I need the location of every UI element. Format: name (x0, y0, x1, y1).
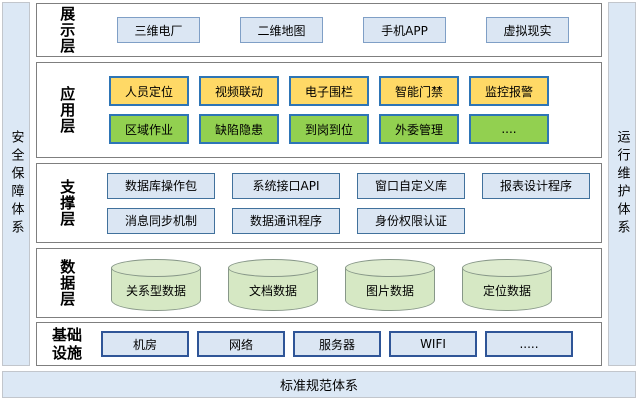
presentation-item-mobile-app: 手机APP (363, 17, 446, 43)
layer-label-zone: 展示层 (37, 6, 97, 54)
data-cylinder-label: 定位数据 (482, 283, 531, 298)
data-cylinder-document: 文档数据 (228, 258, 318, 311)
support-item-report-designer: 报表设计程序 (482, 172, 590, 199)
pillar-bottom-label: 标准规范体系 (279, 379, 358, 394)
layer-presentation: 展示层 三维电厂 二维地图 手机APP 虚拟现实 (36, 3, 602, 57)
layer-data-label: 数据层 (58, 259, 77, 307)
presentation-item-2d-map: 二维地图 (240, 17, 323, 43)
infra-item-machine-room: 机房 (101, 331, 189, 357)
pillar-left-label: 安全保障体系 (8, 130, 24, 238)
infra-item-more: ..... (485, 331, 573, 357)
app-module-defect-hazard: 缺陷隐患 (199, 114, 279, 144)
presentation-item-vr: 虚拟现实 (486, 17, 569, 43)
layer-application: 应用层 人员定位 视频联动 电子围栏 智能门禁 监控报警 区域作业 缺陷隐患 到… (36, 62, 602, 158)
layer-support-label: 支撑层 (58, 179, 77, 227)
infra-item-wifi: WIFI (389, 331, 477, 357)
app-module-outsourcing-mgmt: 外委管理 (379, 114, 459, 144)
data-cylinder-label: 文档数据 (248, 283, 297, 298)
data-cylinder-location: 定位数据 (462, 258, 552, 311)
infra-item-server: 服务器 (293, 331, 381, 357)
support-item-db-package: 数据库操作包 (107, 172, 215, 199)
layer-infrastructure: 基础设施 机房 网络 服务器 WIFI ..... (36, 322, 602, 366)
layer-label-zone: 应用层 (37, 86, 97, 134)
support-item-message-sync: 消息同步机制 (107, 207, 215, 234)
app-module-video-linkage: 视频联动 (199, 76, 279, 106)
app-module-personnel-location: 人员定位 (109, 76, 189, 106)
pillar-right-label: 运行维护体系 (614, 130, 630, 238)
layer-data: 数据层 关系型数据 文档数据 图片数据 定位数据 (36, 248, 602, 318)
support-item-system-api: 系统接口API (232, 172, 340, 199)
layer-application-label: 应用层 (58, 86, 77, 134)
app-module-smart-access: 智能门禁 (379, 76, 459, 106)
layer-support: 支撑层 数据库操作包 系统接口API 窗口自定义库 报表设计程序 消息同步机制 … (36, 163, 602, 243)
pillar-operation-maintenance: 运行维护体系 (608, 2, 636, 366)
app-module-on-duty: 到岗到位 (289, 114, 369, 144)
data-cylinder-relational: 关系型数据 (111, 258, 201, 311)
data-cylinder-image: 图片数据 (345, 258, 435, 311)
data-cylinder-label: 图片数据 (365, 283, 414, 298)
layer-label-zone: 数据层 (37, 259, 97, 307)
presentation-item-3d-plant: 三维电厂 (117, 17, 200, 43)
support-item-identity-auth: 身份权限认证 (357, 207, 465, 234)
app-module-more: .... (469, 114, 549, 144)
app-module-area-work: 区域作业 (109, 114, 189, 144)
pillar-standards: 标准规范体系 (2, 371, 636, 398)
data-cylinder-label: 关系型数据 (125, 283, 186, 298)
layer-infrastructure-label: 基础设施 (51, 326, 82, 362)
layer-label-zone: 基础设施 (37, 326, 97, 362)
app-module-monitor-alarm: 监控报警 (469, 76, 549, 106)
layer-label-zone: 支撑层 (37, 179, 97, 227)
infra-item-network: 网络 (197, 331, 285, 357)
support-item-data-comm: 数据通讯程序 (232, 207, 340, 234)
support-item-window-library: 窗口自定义库 (357, 172, 465, 199)
pillar-security-assurance: 安全保障体系 (2, 2, 30, 366)
app-module-electronic-fence: 电子围栏 (289, 76, 369, 106)
layer-presentation-label: 展示层 (58, 6, 77, 54)
